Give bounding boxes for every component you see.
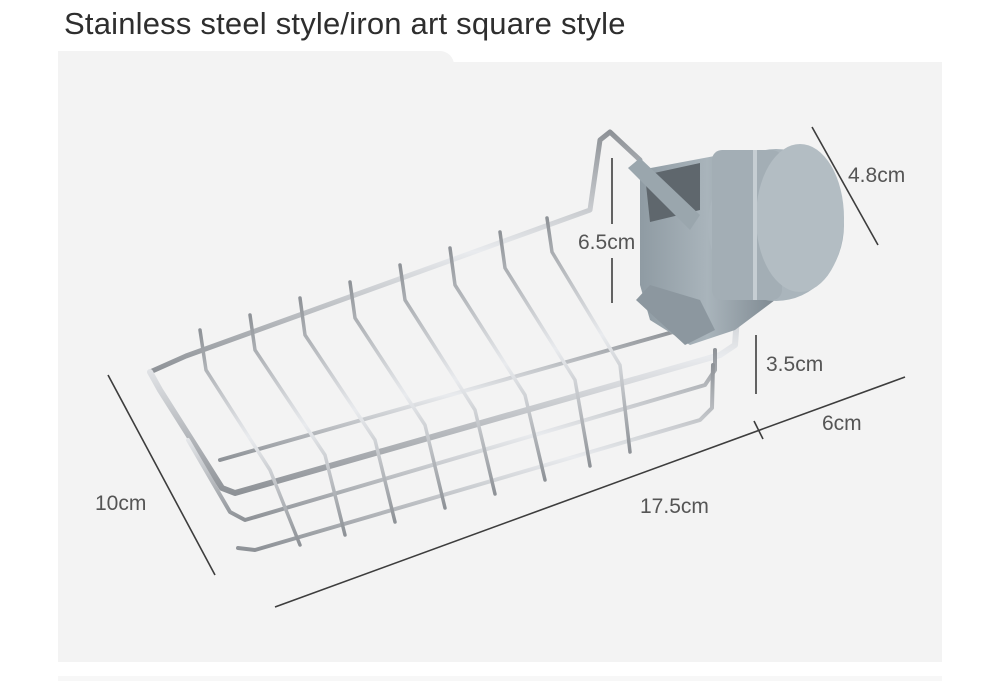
faucet-holder (628, 144, 844, 345)
basket-wire (147, 129, 743, 552)
dimension-basket-depth: 3.5cm (766, 353, 824, 376)
page-title: Stainless steel style/iron art square st… (64, 6, 626, 41)
panel-tab (58, 51, 454, 65)
dimension-lines (107, 126, 906, 608)
dimension-basket-width: 10cm (95, 492, 147, 515)
dimension-holder-length: 6cm (822, 412, 862, 435)
dimension-hook-height: 6.5cm (578, 231, 636, 254)
dimension-basket-length: 17.5cm (640, 495, 709, 518)
dimension-holder-diameter: 4.8cm (848, 164, 906, 187)
divider (58, 676, 942, 681)
